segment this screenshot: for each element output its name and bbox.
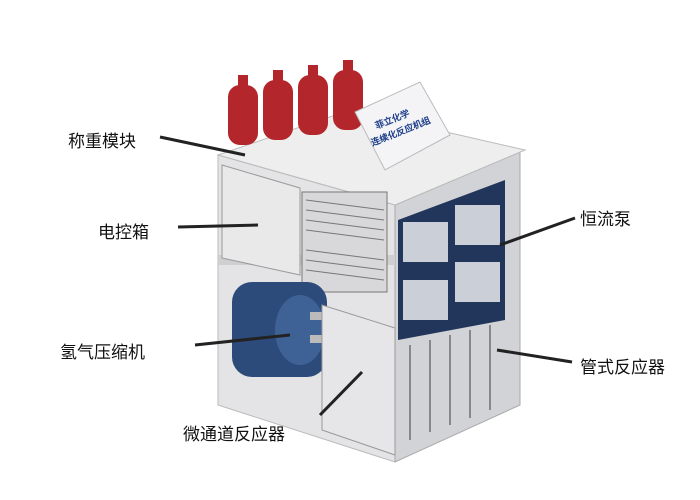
vent-grill xyxy=(301,191,388,293)
constant-flow-pumps xyxy=(398,180,505,340)
label-weighing-module: 称重模块 xyxy=(68,132,136,152)
label-hydrogen-compressor: 氢气压缩机 xyxy=(60,343,145,363)
label-constant-flow-pump: 恒流泵 xyxy=(580,210,631,230)
gas-cylinders xyxy=(228,60,363,145)
label-microchannel-reactor: 微通道反应器 xyxy=(183,425,285,445)
display-screen: 菲立化学 连续化反应机组 xyxy=(354,81,451,171)
label-control-box: 电控箱 xyxy=(98,223,149,243)
label-tubular-reactor: 管式反应器 xyxy=(580,358,665,378)
leader-lines xyxy=(159,135,576,417)
tubular-reactor xyxy=(409,325,491,440)
microchannel-reactor-box xyxy=(321,304,396,456)
